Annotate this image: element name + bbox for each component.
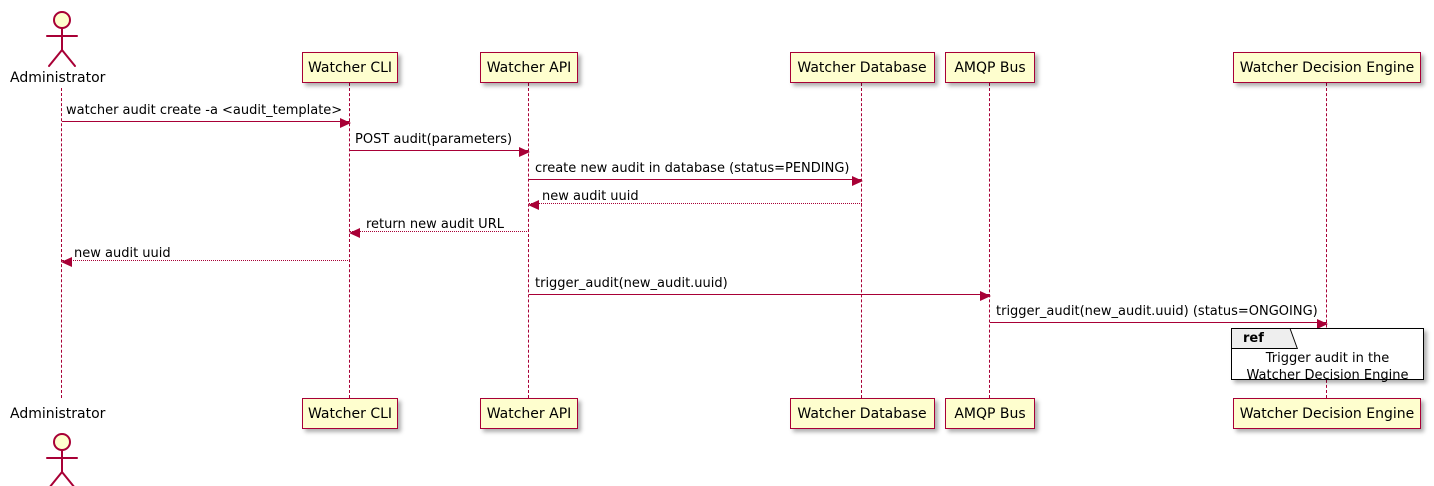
message-arrow-m1 bbox=[62, 117, 351, 128]
participant-watcher_db-bottom[interactable]: Watcher Database bbox=[789, 398, 935, 429]
message-label-m3: create new audit in database (status=PEN… bbox=[535, 161, 850, 176]
lifeline-watcher_api bbox=[528, 83, 530, 398]
participant-watcher_cli-top[interactable]: Watcher CLI bbox=[302, 52, 398, 83]
participant-watcher_api-top[interactable]: Watcher API bbox=[480, 52, 578, 83]
participant-label: Watcher API bbox=[486, 59, 572, 76]
message-label-m6: new audit uuid bbox=[74, 246, 171, 261]
lifeline-decision_engine bbox=[1326, 83, 1328, 398]
arrowhead-right-icon bbox=[340, 117, 351, 128]
participant-label: Watcher API bbox=[486, 405, 572, 422]
message-arrow-m8 bbox=[990, 318, 1328, 329]
message-arrow-m7 bbox=[529, 290, 991, 301]
arrowhead-right-icon bbox=[852, 175, 863, 186]
participant-watcher_db-top[interactable]: Watcher Database bbox=[789, 52, 935, 83]
fragment-ref-ref1 bbox=[1231, 328, 1424, 380]
arrowhead-right-icon bbox=[1317, 318, 1328, 329]
message-arrow-m3 bbox=[529, 175, 863, 186]
message-arrow-m5 bbox=[349, 227, 529, 238]
arrowhead-left-icon bbox=[349, 227, 360, 238]
participant-watcher_api-bottom[interactable]: Watcher API bbox=[480, 398, 578, 429]
lifeline-watcher_cli bbox=[349, 83, 351, 398]
lifeline-administrator bbox=[61, 88, 63, 398]
actor-label-administrator-bottom: Administrator bbox=[10, 406, 106, 422]
participant-label: Watcher CLI bbox=[307, 405, 393, 422]
fragment-body-line: Trigger audit in the bbox=[1265, 351, 1390, 366]
lifeline-watcher_db bbox=[861, 83, 863, 398]
lifeline-amqp_bus bbox=[989, 83, 991, 398]
participant-label: Watcher Database bbox=[797, 405, 927, 422]
participant-label: Watcher CLI bbox=[307, 59, 393, 76]
arrowhead-right-icon bbox=[519, 146, 530, 157]
participant-amqp_bus-top[interactable]: AMQP Bus bbox=[945, 52, 1035, 83]
participant-amqp_bus-bottom[interactable]: AMQP Bus bbox=[945, 398, 1035, 429]
participant-label: Watcher Decision Engine bbox=[1239, 405, 1415, 422]
fragment-body-line: Watcher Decision Engine bbox=[1246, 368, 1409, 383]
participant-watcher_cli-bottom[interactable]: Watcher CLI bbox=[302, 398, 398, 429]
actor-administrator-top bbox=[42, 10, 82, 72]
participant-decision_engine-top[interactable]: Watcher Decision Engine bbox=[1233, 52, 1421, 83]
participant-label: AMQP Bus bbox=[954, 405, 1026, 422]
actor-label-administrator-top: Administrator bbox=[10, 70, 106, 86]
actor-administrator-bottom bbox=[42, 432, 82, 486]
arrowhead-left-icon bbox=[528, 199, 539, 210]
message-arrow-m6 bbox=[61, 256, 350, 267]
message-arrow-m4 bbox=[528, 199, 862, 210]
message-label-m5: return new audit URL bbox=[366, 217, 504, 232]
participant-decision_engine-bottom[interactable]: Watcher Decision Engine bbox=[1233, 398, 1421, 429]
fragment-tab-label: ref bbox=[1243, 331, 1264, 346]
arrowhead-right-icon bbox=[980, 290, 991, 301]
participant-label: AMQP Bus bbox=[954, 59, 1026, 76]
message-arrow-m2 bbox=[350, 146, 530, 157]
message-label-m1: watcher audit create -a <audit_template> bbox=[66, 103, 343, 118]
arrowhead-left-icon bbox=[61, 256, 72, 267]
message-label-m7: trigger_audit(new_audit.uuid) bbox=[535, 276, 728, 291]
message-label-m4: new audit uuid bbox=[542, 189, 639, 204]
message-label-m8: trigger_audit(new_audit.uuid) (status=ON… bbox=[996, 304, 1318, 319]
fragment-tab bbox=[1232, 329, 1298, 349]
participant-label: Watcher Database bbox=[797, 59, 927, 76]
participant-label: Watcher Decision Engine bbox=[1239, 59, 1415, 76]
message-label-m2: POST audit(parameters) bbox=[355, 132, 513, 147]
